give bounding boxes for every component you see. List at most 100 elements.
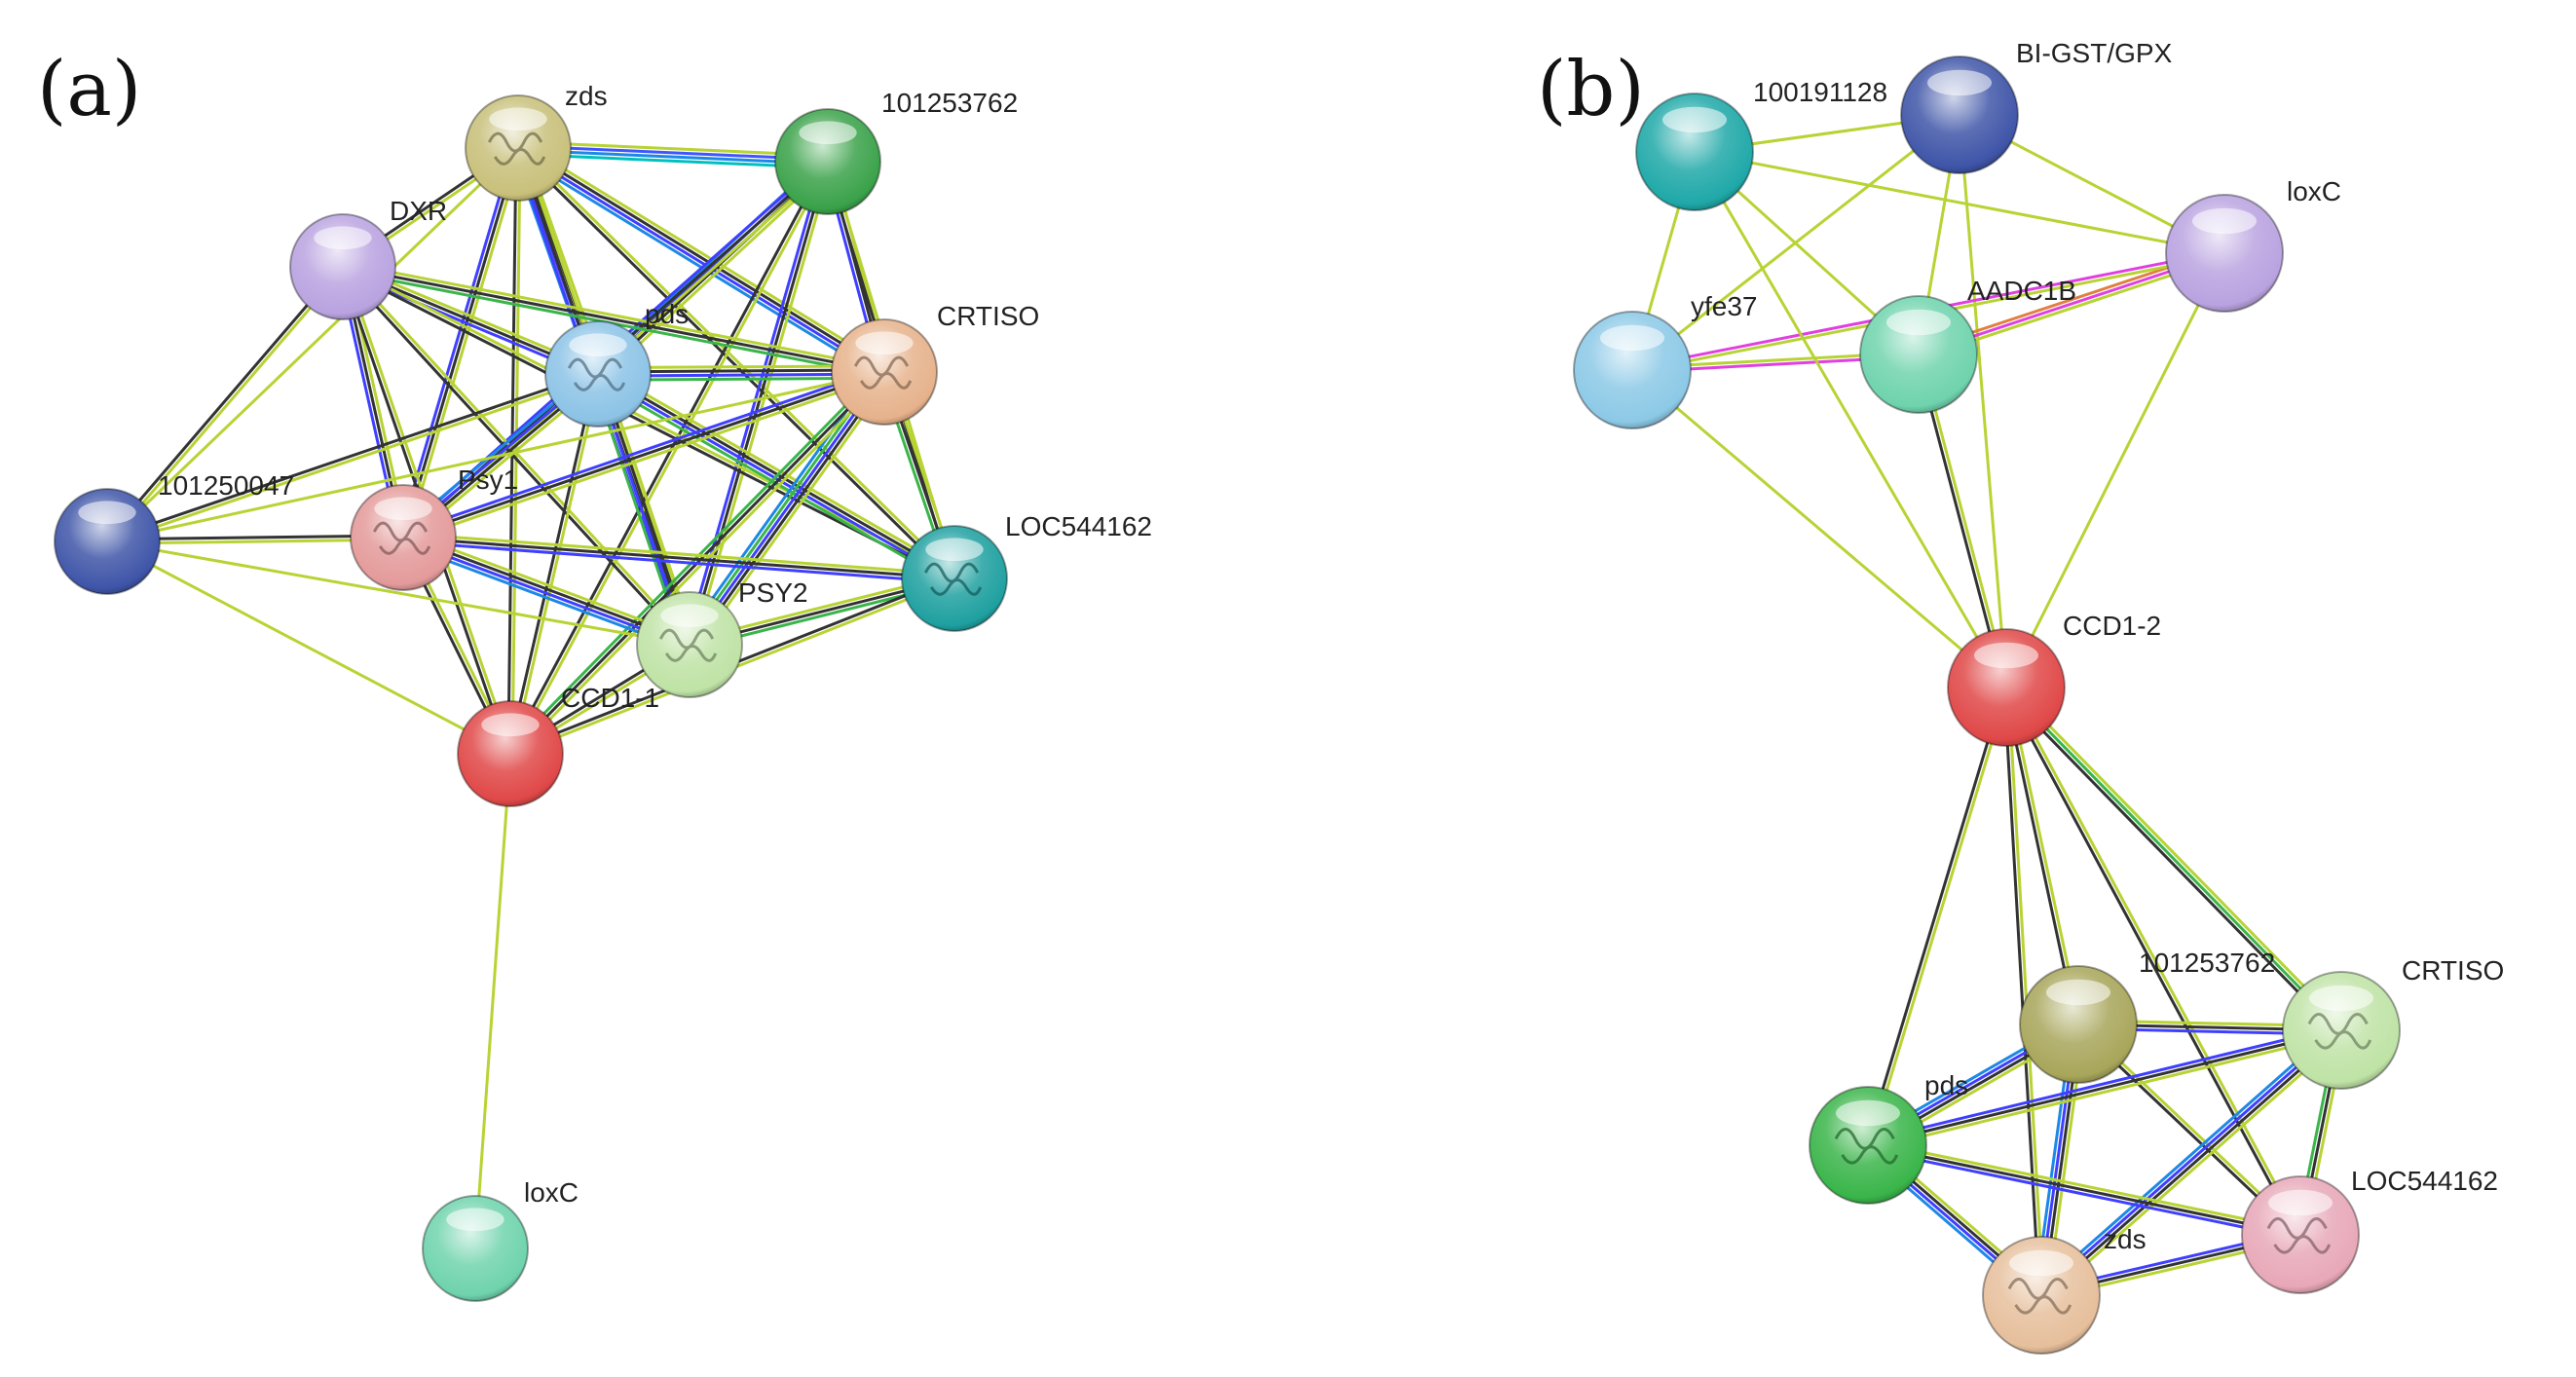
edge-line [107, 266, 347, 544]
protein-structure-icon [2266, 1217, 2332, 1254]
edge-line [105, 540, 691, 647]
node-bi-gst-gpx[interactable]: BI-GST/GPX [1900, 38, 2173, 174]
node-highlight [446, 1208, 504, 1232]
edge-line [401, 370, 886, 540]
edge-line [1866, 1143, 2302, 1237]
node-highlight [660, 604, 719, 628]
edge-line [2002, 687, 2300, 1238]
edge-line [517, 145, 957, 579]
edge-line [2043, 1033, 2347, 1302]
node-outline [2282, 971, 2401, 1090]
edge-100191128-ccd1-2 [1693, 150, 2008, 689]
node-label: PSY2 [738, 577, 808, 608]
node-101253762[interactable]: 101253762 [2019, 948, 2275, 1084]
node-label: DXR [390, 196, 447, 226]
edge-line [401, 532, 956, 577]
node-highlight [2192, 207, 2257, 235]
edge-line [2035, 1023, 2339, 1292]
node-label: 100191128 [1753, 77, 1887, 107]
edge-ccd1-1-loxc [473, 752, 512, 1250]
edge-ccd1-2-pds [1864, 685, 2010, 1148]
node-100191128[interactable]: 100191128 [1635, 77, 1887, 211]
edge-zds-101250047 [105, 146, 520, 543]
node-zds[interactable]: zds [465, 81, 608, 202]
edge-line [105, 146, 520, 543]
node-outline [2019, 965, 2138, 1084]
node-outline [1982, 1236, 2101, 1355]
node-outline [1809, 1086, 1927, 1205]
node-highlight [1974, 642, 2038, 669]
edge-line [401, 536, 956, 580]
protein-structure-icon [853, 355, 913, 390]
node-highlight [481, 713, 540, 737]
node-crtiso[interactable]: CRTISO [831, 301, 1039, 426]
node-psy2[interactable]: PSY2 [636, 577, 808, 698]
protein-structure-icon [487, 131, 546, 166]
node-label: Psy1 [458, 465, 518, 495]
node-outline [2241, 1175, 2360, 1294]
protein-structure-icon [1834, 1128, 1899, 1165]
node-outline [457, 700, 564, 807]
node-pds[interactable]: pds [544, 299, 689, 428]
edge-dxr-101250047 [103, 264, 347, 544]
node-101253762[interactable]: 101253762 [774, 88, 1018, 215]
node-highlight [2309, 985, 2373, 1012]
node-zds[interactable]: zds [1982, 1224, 2147, 1355]
node-loc544162[interactable]: LOC544162 [2241, 1166, 2498, 1294]
edge-line [506, 159, 828, 755]
node-highlight [1927, 69, 1992, 96]
edge-psy1-loc544162 [401, 532, 956, 584]
edge-line [511, 373, 889, 759]
edge-line [1693, 150, 2008, 689]
node-outline [1635, 93, 1754, 211]
node-highlight [2009, 1249, 2073, 1277]
node-crtiso[interactable]: CRTISO [2282, 955, 2504, 1090]
edge-line [2004, 686, 2343, 1032]
node-outline [350, 484, 457, 591]
edge-line [1630, 368, 2008, 689]
node-label: LOC544162 [2351, 1166, 2498, 1196]
edge-line [1958, 113, 2008, 689]
edge-zds-crtiso [513, 141, 889, 379]
edge-line [397, 145, 516, 539]
node-aadc1b[interactable]: AADC1B [1859, 276, 2076, 414]
node-label: BI-GST/GPX [2016, 38, 2173, 68]
edge-ccd1-2-loc544162 [2002, 685, 2304, 1238]
edge-line [515, 148, 885, 376]
node-outline [901, 525, 1008, 632]
protein-structure-icon [923, 562, 983, 596]
node-label: LOC544162 [1005, 511, 1152, 541]
node-pds[interactable]: pds [1809, 1070, 1968, 1205]
node-ccd1-1[interactable]: CCD1-1 [457, 683, 659, 807]
node-outline [2165, 194, 2284, 313]
edge-crtiso-psy2 [681, 365, 893, 651]
node-highlight [855, 331, 914, 355]
protein-structure-icon [658, 628, 718, 662]
node-highlight [78, 501, 136, 525]
node-outline [1947, 628, 2066, 747]
node-loxc[interactable]: loxC [2165, 176, 2341, 313]
panel-a-edges [103, 140, 960, 1250]
node-101250047[interactable]: 101250047 [54, 470, 294, 595]
edge-loxc-ccd1-2 [2004, 251, 2226, 689]
node-label: CRTISO [937, 301, 1039, 331]
edge-line [510, 161, 832, 757]
node-outline [774, 108, 881, 215]
node-label: AADC1B [1967, 276, 2076, 306]
node-yfe37[interactable]: yfe37 [1573, 291, 1758, 429]
node-highlight [374, 497, 432, 521]
edge-line [1630, 113, 1961, 372]
node-ccd1-2[interactable]: CCD1-2 [1947, 611, 2161, 747]
node-loxc[interactable]: loxC [422, 1177, 579, 1302]
node-label: pds [645, 299, 689, 329]
edge-line [2006, 685, 2304, 1236]
node-loc544162[interactable]: LOC544162 [901, 511, 1152, 632]
node-outline [54, 488, 161, 595]
edge-line [2038, 1026, 2342, 1295]
node-dxr[interactable]: DXR [289, 196, 447, 320]
edge-line [340, 269, 885, 378]
node-label: yfe37 [1691, 291, 1758, 321]
node-highlight [2268, 1189, 2333, 1216]
node-psy1[interactable]: Psy1 [350, 465, 518, 591]
